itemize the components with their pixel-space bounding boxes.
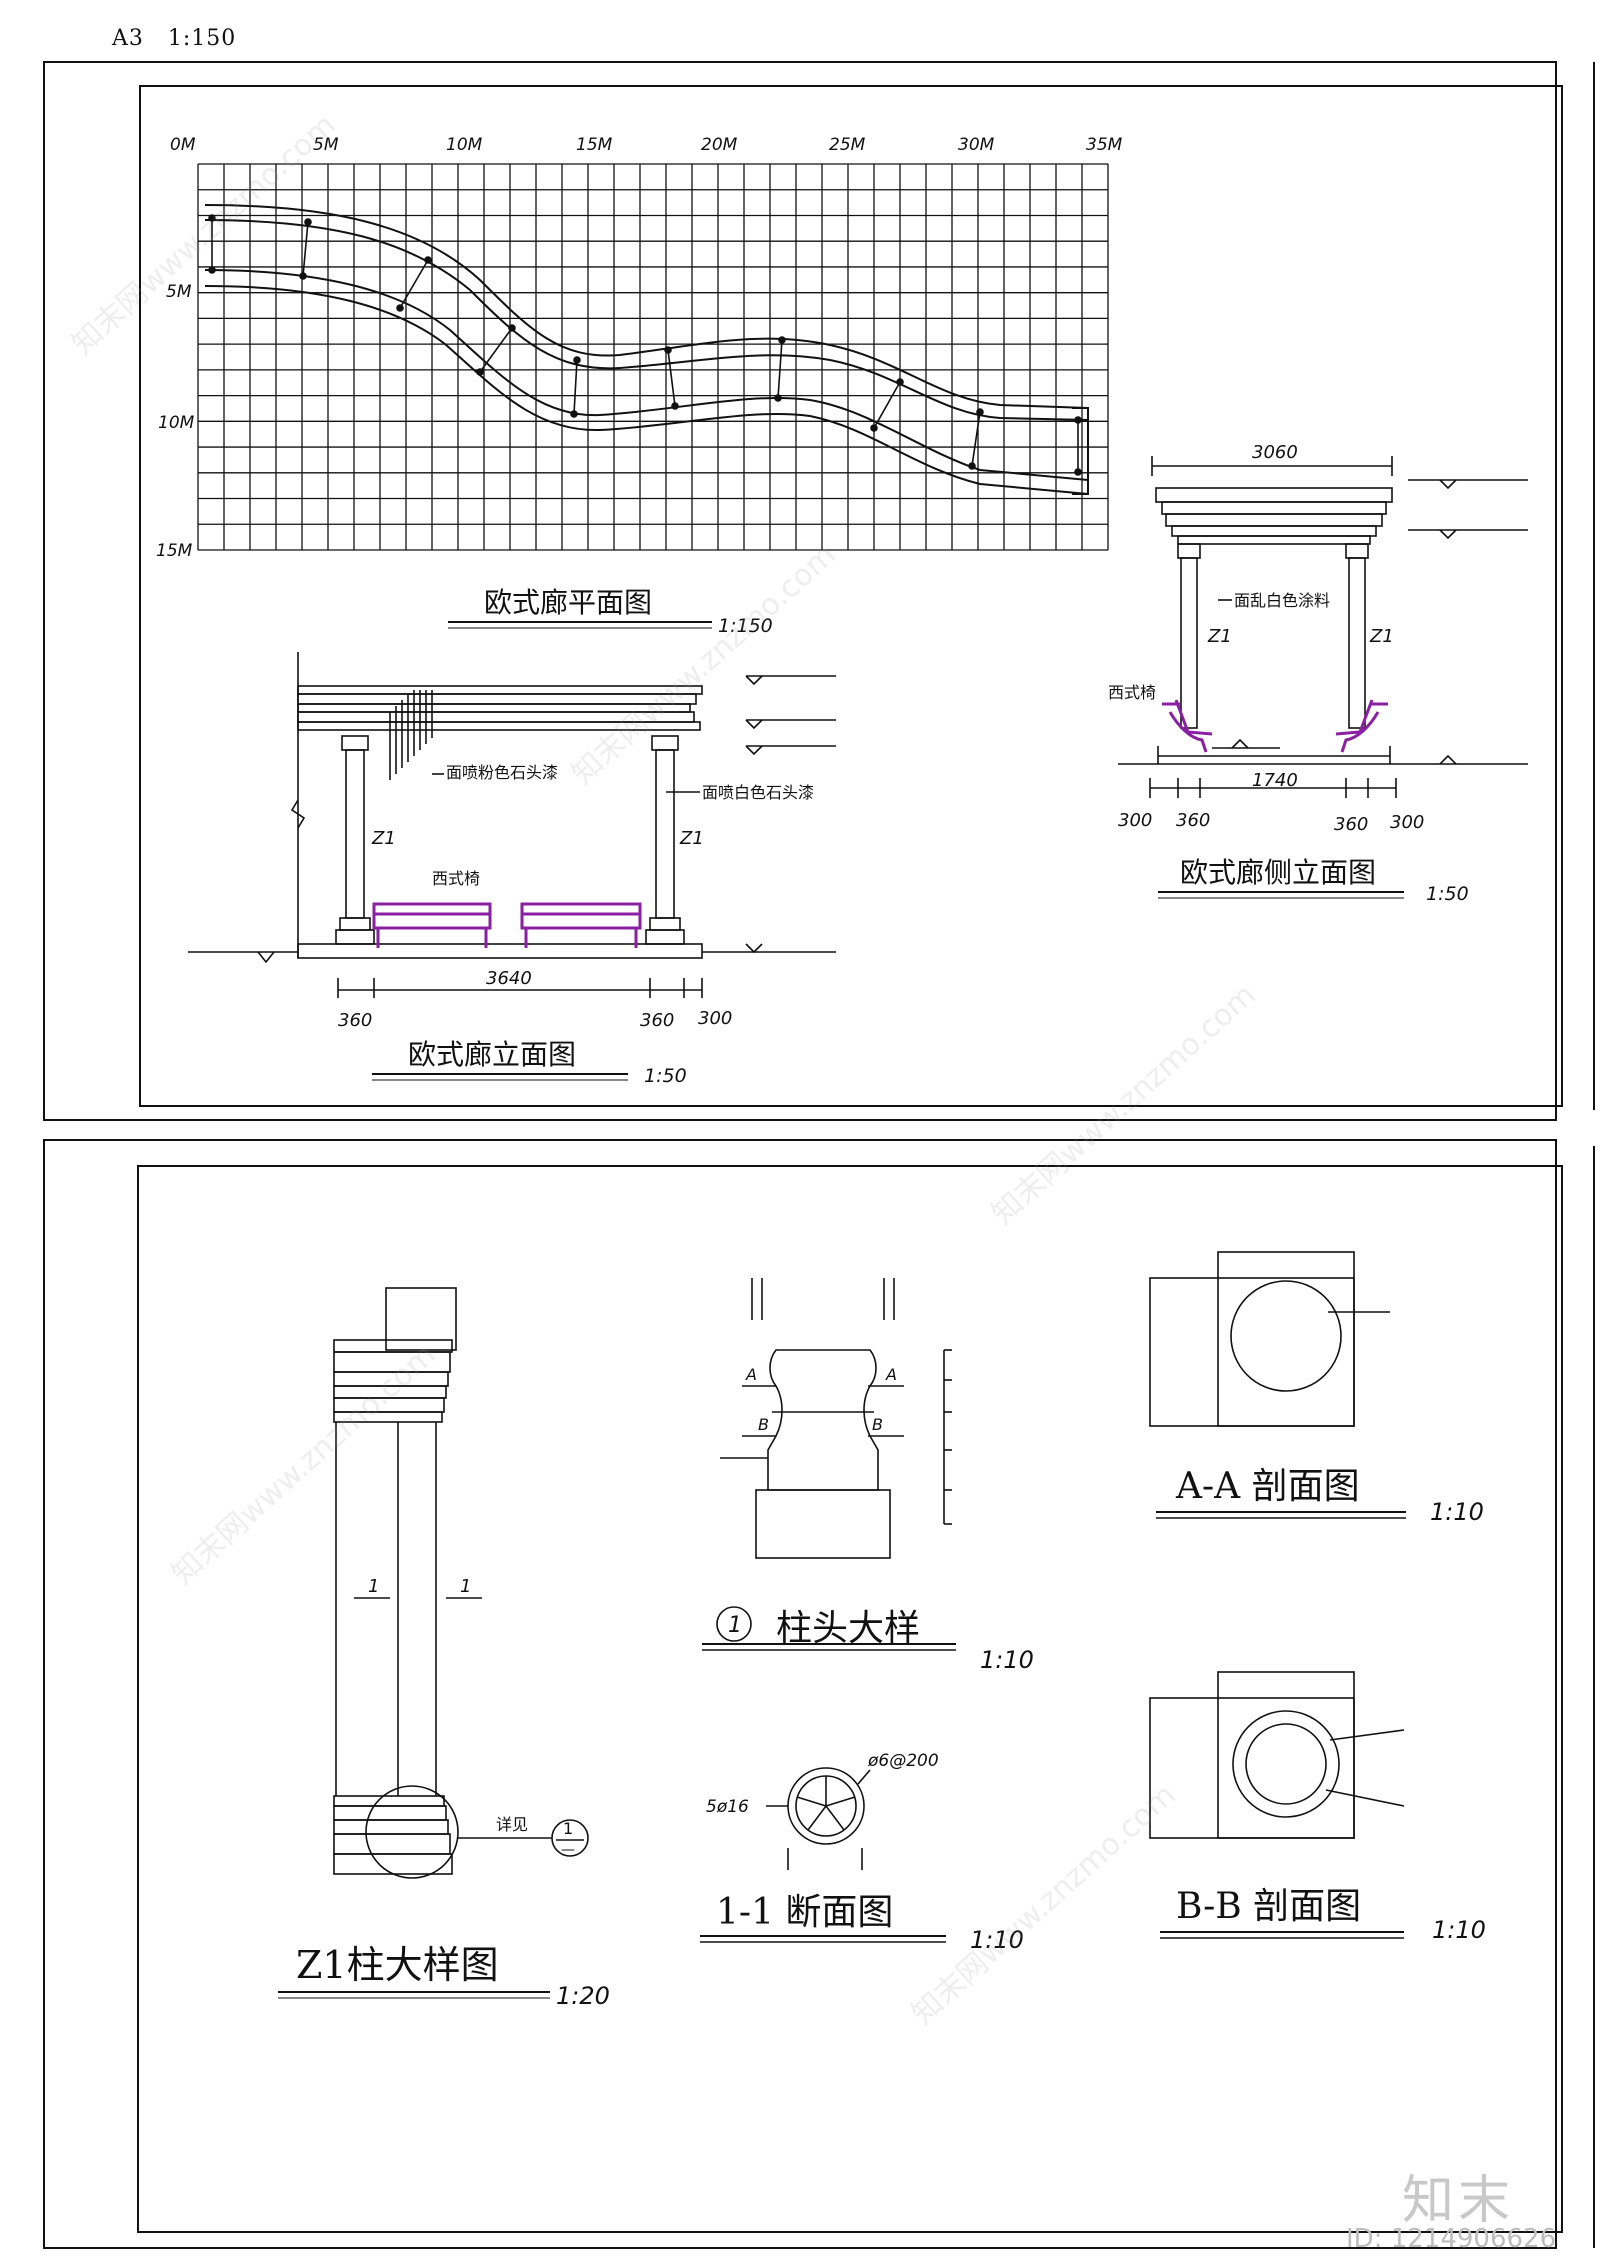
plan-x-tick: 10M — [446, 135, 483, 155]
corridor-path — [204, 204, 1089, 495]
section-11-rebar-main: 5ø16 — [706, 1797, 749, 1817]
front-note-white: 面喷白色石头漆 — [702, 783, 814, 802]
front-title: 欧式廊立面图 — [408, 1038, 576, 1071]
front-scale: 1:50 — [644, 1065, 687, 1087]
capital-detail-title: 柱头大样 — [776, 1608, 920, 1649]
section-aa-title: A-A 剖面图 — [1175, 1466, 1360, 1507]
capital-cut-b-right: B — [872, 1415, 883, 1434]
plan-x-tick: 25M — [829, 135, 866, 155]
plan-y-ticks: 5M 10M 15M — [156, 282, 195, 561]
column-ref-sub: — — [561, 1842, 575, 1858]
capital-detail-scale: 1:10 — [980, 1646, 1034, 1674]
plan-y-tick: 15M — [156, 541, 193, 561]
corridor-posts — [208, 214, 1082, 476]
column-section-mark-left: 1 — [368, 1576, 379, 1597]
sheet-borders — [43, 61, 1595, 2249]
front-column-label-left: Z1 — [371, 828, 396, 849]
front-bench-label: 西式椅 — [432, 869, 480, 888]
plan-x-ticks: 0M 5M 10M 15M 20M 25M 30M 35M — [170, 135, 1123, 155]
section-bb-title: B-B 剖面图 — [1176, 1886, 1361, 1927]
side-dim: 300 — [1118, 810, 1152, 831]
side-dim: 300 — [1390, 812, 1424, 833]
front-note-pink: 面喷粉色石头漆 — [446, 763, 558, 782]
paper-label: A3 — [112, 26, 144, 51]
side-dim: 360 — [1176, 810, 1210, 831]
plan-view: 0M 5M 10M 15M 20M 25M 30M 35M 5M 10M 15M — [156, 135, 1123, 637]
column-detail-title: Z1柱大样图 — [296, 1943, 499, 1987]
side-top-dim: 3060 — [1252, 442, 1298, 463]
plan-x-tick: 20M — [701, 135, 738, 155]
column-detail: 1 1 详见 1 — Z1柱大样图 1:20 — [278, 1287, 610, 2010]
plan-y-tick: 5M — [166, 282, 192, 302]
sheet-header: A3 1:150 — [112, 26, 236, 51]
column-detail-scale: 1:20 — [556, 1982, 610, 2010]
plan-x-tick: 35M — [1086, 135, 1123, 155]
front-dim-right: 360 — [640, 1010, 674, 1031]
capital-detail: A A B B 1 柱头大样 1:10 — [702, 1278, 1034, 1674]
section-bb: B-B 剖面图 1:10 — [1149, 1671, 1486, 1944]
plan-x-tick: 5M — [313, 135, 339, 155]
section-bb-scale: 1:10 — [1432, 1916, 1486, 1944]
plan-x-tick: 0M — [170, 135, 196, 155]
side-benches — [1162, 699, 1388, 753]
plan-grid — [197, 163, 1109, 551]
plan-x-tick: 15M — [576, 135, 613, 155]
capital-cut-b-left: B — [758, 1415, 769, 1434]
section-11-rebar-tie: ø6@200 — [867, 1751, 939, 1771]
watermark-id: ID: 1214906626 — [1346, 2224, 1557, 2254]
section-aa-scale: 1:10 — [1430, 1498, 1484, 1526]
side-note: 面乱白色涂料 — [1234, 591, 1330, 610]
plan-x-tick: 30M — [958, 135, 995, 155]
section-11: 5ø16 ø6@200 1-1 断面图 1:10 — [700, 1751, 1024, 1954]
front-elevation: 面喷粉色石头漆 面喷白色石头漆 Z1 Z1 西式椅 3640 360 360 3… — [188, 652, 836, 1087]
column-ref-label: 详见 — [496, 1815, 528, 1834]
section-11-scale: 1:10 — [970, 1926, 1024, 1954]
side-column-label-right: Z1 — [1369, 626, 1394, 647]
plan-y-tick: 10M — [158, 413, 195, 433]
side-bench-label: 西式椅 — [1108, 683, 1156, 702]
front-dim-end: 300 — [698, 1008, 732, 1029]
paper-scale: 1:150 — [167, 26, 237, 51]
front-benches — [372, 902, 642, 948]
column-ref-num: 1 — [563, 1819, 573, 1838]
capital-detail-num: 1 — [728, 1613, 742, 1638]
plan-title: 欧式廊平面图 — [484, 586, 652, 619]
watermark-logo: 知末 — [1402, 2171, 1515, 2231]
side-bottom-dim: 1740 — [1252, 770, 1298, 791]
section-11-title: 1-1 断面图 — [716, 1892, 893, 1933]
side-dim: 360 — [1334, 814, 1368, 835]
capital-cut-a-left: A — [745, 1365, 757, 1384]
side-title: 欧式廊侧立面图 — [1180, 856, 1376, 889]
side-scale: 1:50 — [1426, 883, 1469, 905]
section-aa: A-A 剖面图 1:10 — [1149, 1251, 1484, 1526]
capital-cut-a-right: A — [885, 1365, 897, 1384]
side-elevation: 3060 面乱白色涂料 Z1 Z1 西式椅 1740 300 360 360 3… — [1108, 442, 1528, 905]
front-column-label-right: Z1 — [679, 828, 704, 849]
front-dim-total: 3640 — [486, 968, 532, 989]
plan-scale: 1:150 — [718, 615, 773, 637]
column-section-mark-right: 1 — [460, 1576, 471, 1597]
side-column-label-left: Z1 — [1207, 626, 1232, 647]
front-dim-left: 360 — [338, 1010, 372, 1031]
